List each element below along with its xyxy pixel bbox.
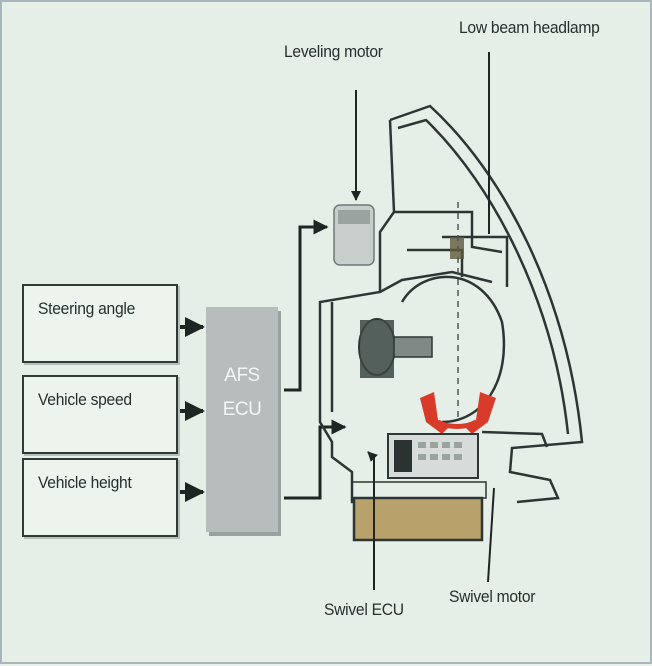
- input-arrows: [178, 317, 205, 502]
- ecu-label-line1: AFS: [224, 365, 260, 386]
- to-leveling-motor: [284, 219, 329, 392]
- input-label-vehicle-height: Vehicle height: [38, 473, 132, 492]
- bulb-assembly: [358, 237, 464, 378]
- to-swivel-ecu: [284, 419, 347, 500]
- input-box-vehicle-height: Vehicle height: [22, 458, 178, 537]
- afs-ecu-box: AFS ECU: [206, 307, 278, 532]
- ecu-output-lines: [284, 219, 347, 500]
- leveling-motor-body: [333, 204, 375, 266]
- swivel-rotation-arrows: [420, 392, 496, 434]
- label-swivel-ecu: Swivel ECU: [324, 600, 404, 619]
- leader-swivel-motor: [487, 487, 495, 583]
- input-box-steering-angle: Steering angle: [22, 284, 178, 363]
- ecu-label-line2: ECU: [222, 399, 262, 420]
- input-box-vehicle-speed: Vehicle speed: [22, 375, 178, 454]
- leader-lines: [351, 52, 495, 590]
- leader-swivel-ecu: [367, 451, 378, 590]
- swivel-unit: [351, 433, 487, 542]
- input-label-vehicle-speed: Vehicle speed: [38, 390, 132, 409]
- input-label-steering-angle: Steering angle: [38, 299, 136, 318]
- label-low-beam-headlamp: Low beam headlamp: [459, 18, 600, 37]
- label-leveling-motor: Leveling motor: [284, 42, 383, 61]
- label-swivel-motor: Swivel motor: [449, 587, 536, 606]
